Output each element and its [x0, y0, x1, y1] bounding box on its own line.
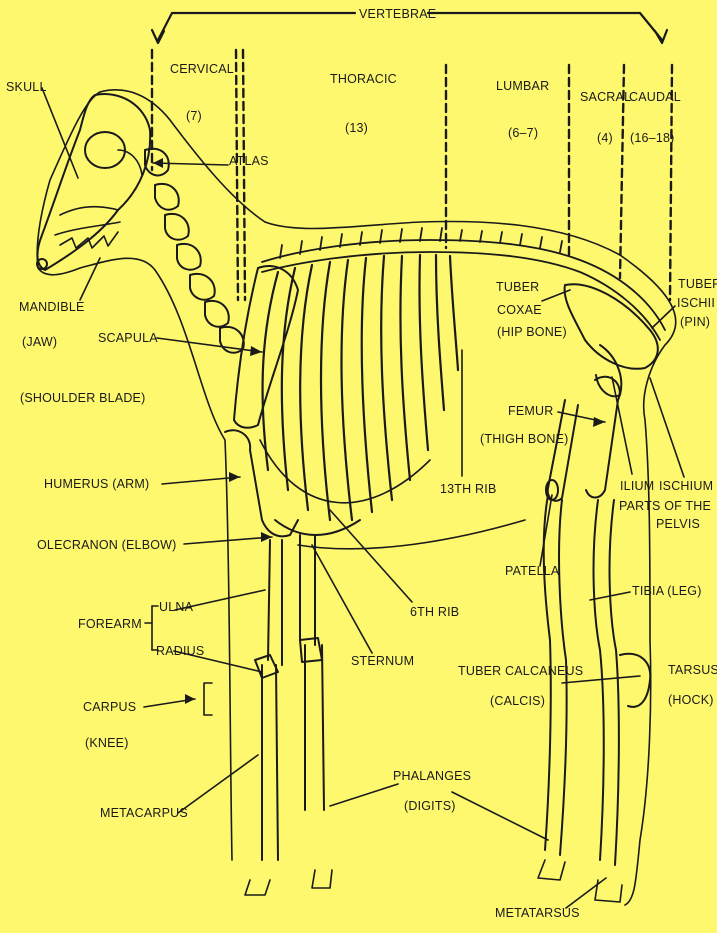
- lumbar-count: (6–7): [508, 126, 538, 140]
- sacral-count: (4): [597, 131, 613, 145]
- tibia-label: TIBIA (LEG): [632, 584, 702, 598]
- sacral-label: SACRAL: [580, 90, 631, 104]
- humerus-label: HUMERUS (ARM): [44, 477, 149, 491]
- olecranon-label: OLECRANON (ELBOW): [37, 538, 177, 552]
- thoracic-label: THORACIC: [330, 72, 397, 86]
- cervical-label: CERVICAL: [170, 62, 234, 76]
- hock-label: (HOCK): [668, 693, 714, 707]
- ribs-drawing: [260, 255, 458, 520]
- tuber-ischii-label: TUBER: [678, 277, 717, 291]
- jaw-label: (JAW): [22, 335, 57, 349]
- pelvis-label: PELVIS: [656, 517, 700, 531]
- vertebrae-title: VERTEBRAE: [359, 7, 436, 21]
- metatarsus-label: METATARSUS: [495, 906, 580, 920]
- hind-legs-drawing: [544, 377, 650, 865]
- tuber-calcaneus-label: TUBER CALCANEUS: [458, 664, 583, 678]
- calcis-label: (CALCIS): [490, 694, 545, 708]
- digits-label: (DIGITS): [404, 799, 456, 813]
- carpus-label: CARPUS: [83, 700, 136, 714]
- patella-label: PATELLA: [505, 564, 559, 578]
- ischium-label: ISCHIUM: [659, 479, 713, 493]
- 6th-rib-label: 6TH RIB: [410, 605, 459, 619]
- lumbar-label: LUMBAR: [496, 79, 549, 93]
- tuber-coxae-label: TUBER: [496, 280, 539, 294]
- mandible-label: MANDIBLE: [19, 300, 85, 314]
- thigh-bone-label: (THIGH BONE): [480, 432, 569, 446]
- skull-label: SKULL: [6, 80, 47, 94]
- pin-label: (PIN): [680, 315, 710, 329]
- skull-drawing: [37, 94, 150, 270]
- shoulder-blade-label: (SHOULDER BLADE): [20, 391, 145, 405]
- radius-label: RADIUS: [156, 644, 204, 658]
- 13th-rib-label: 13TH RIB: [440, 482, 496, 496]
- cervical-vertebrae-drawing: [145, 149, 244, 353]
- atlas-label: ATLAS: [229, 154, 269, 168]
- vertebral-region-dividers: [152, 50, 672, 300]
- leader-lines: [42, 88, 684, 908]
- coxae-label: COXAE: [497, 303, 542, 317]
- body-outline: [37, 90, 676, 905]
- hip-bone-label: (HIP BONE): [497, 325, 567, 339]
- forearm-label: FOREARM: [78, 617, 142, 631]
- ischii-label: ISCHII: [677, 296, 715, 310]
- femur-label: FEMUR: [508, 404, 553, 418]
- sternum-drawing: [275, 520, 360, 535]
- caudal-label: CAUDAL: [629, 90, 681, 104]
- tarsus-label: TARSUS: [668, 663, 717, 677]
- phalanges-label: PHALANGES: [393, 769, 471, 783]
- thoracic-count: (13): [345, 121, 368, 135]
- cervical-count: (7): [186, 109, 202, 123]
- scapula-label: SCAPULA: [98, 331, 158, 345]
- knee-label: (KNEE): [85, 736, 129, 750]
- ilium-label: ILIUM: [620, 479, 654, 493]
- ulna-label: ULNA: [159, 600, 193, 614]
- parts-of-the-label: PARTS OF THE: [619, 499, 711, 513]
- label-brackets: [145, 606, 212, 715]
- metacarpus-label: METACARPUS: [100, 806, 188, 820]
- caudal-count: (16–18): [630, 131, 675, 145]
- sternum-label: STERNUM: [351, 654, 414, 668]
